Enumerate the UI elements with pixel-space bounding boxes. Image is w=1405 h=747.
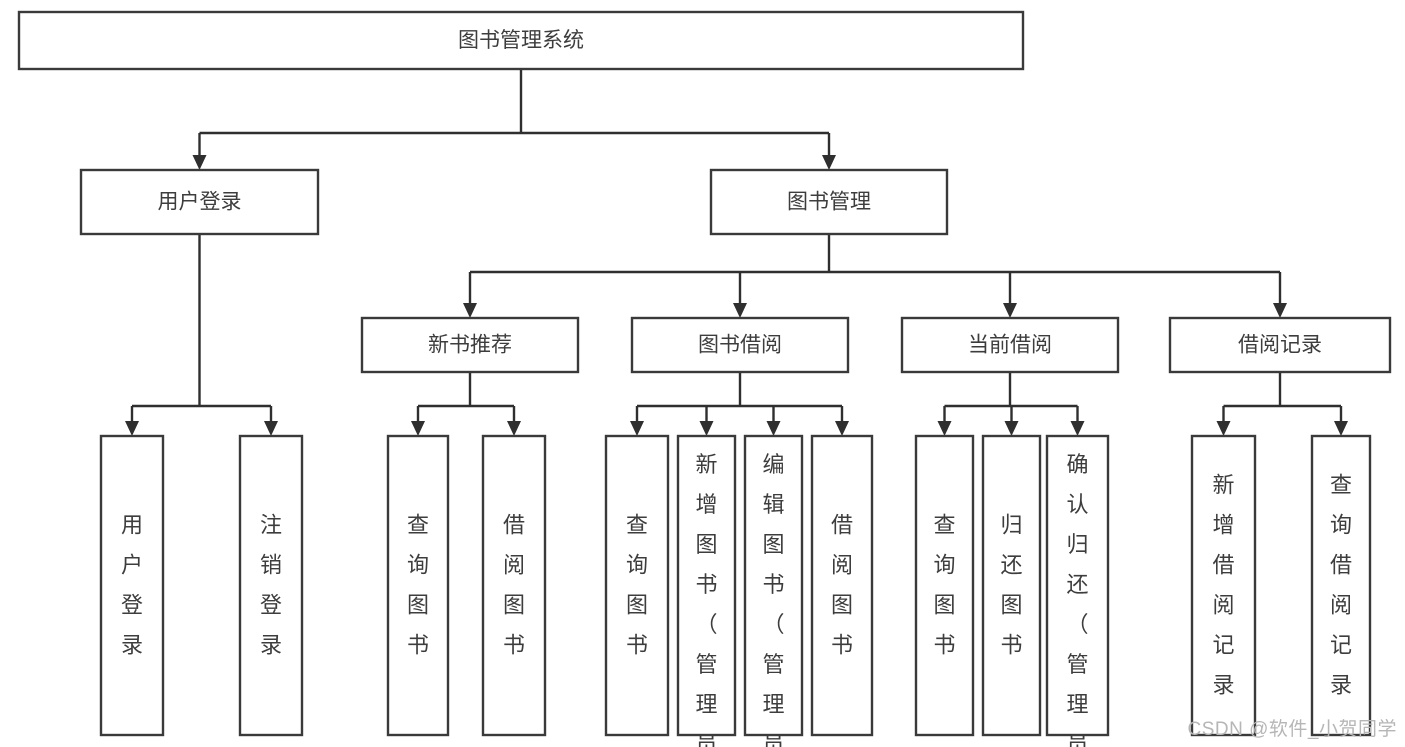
node-label: 图书借阅 — [698, 334, 782, 357]
node-level2-1[interactable]: 图书管理 — [709, 168, 949, 236]
node-label: 当前借阅 — [968, 334, 1052, 357]
node-leaf-12[interactable]: 查询借阅记录 — [1310, 434, 1372, 737]
leaf-label: 注销登录 — [260, 513, 282, 658]
leaf-label: 用户登录 — [121, 513, 143, 658]
leaf-label: 查询图书 — [407, 513, 429, 658]
connector-layer — [125, 69, 1348, 436]
node-leaf-5[interactable]: 新增图书（管理员） — [676, 434, 737, 747]
node-leaf-10[interactable]: 确认归还（管理员） — [1045, 434, 1110, 747]
node-level3-3[interactable]: 借阅记录 — [1168, 316, 1392, 374]
node-label: 用户登录 — [158, 191, 242, 214]
node-leaf-1[interactable]: 注销登录 — [238, 434, 304, 737]
node-leaf-0[interactable]: 用户登录 — [99, 434, 165, 737]
node-leaf-11[interactable]: 新增借阅记录 — [1190, 434, 1257, 737]
node-leaf-6[interactable]: 编辑图书（管理员） — [743, 434, 804, 747]
node-root-system[interactable]: 图书管理系统 — [17, 10, 1025, 71]
node-level3-0[interactable]: 新书推荐 — [360, 316, 580, 374]
node-layer: 图书管理系统用户登录图书管理新书推荐图书借阅当前借阅借阅记录用户登录注销登录查询… — [17, 10, 1392, 747]
node-level3-1[interactable]: 图书借阅 — [630, 316, 850, 374]
node-leaf-3[interactable]: 借阅图书 — [481, 434, 547, 737]
node-label: 借阅记录 — [1238, 334, 1322, 357]
leaf-label: 归还图书 — [1000, 513, 1022, 658]
node-label: 新书推荐 — [428, 334, 512, 357]
leaf-label: 新增借阅记录 — [1212, 473, 1234, 698]
leaf-label: 借阅图书 — [831, 513, 853, 658]
node-leaf-7[interactable]: 借阅图书 — [810, 434, 874, 737]
leaf-label: 查询借阅记录 — [1330, 473, 1352, 698]
leaf-label: 查询图书 — [626, 513, 648, 658]
leaf-label: 借阅图书 — [503, 513, 525, 658]
leaf-label: 确认归还（管理员） — [1066, 452, 1088, 747]
node-leaf-4[interactable]: 查询图书 — [604, 434, 670, 737]
node-label: 图书管理系统 — [458, 29, 584, 52]
leaf-label: 查询图书 — [933, 513, 955, 658]
node-level2-0[interactable]: 用户登录 — [79, 168, 320, 236]
leaf-label: 编辑图书（管理员） — [762, 452, 784, 747]
node-level3-2[interactable]: 当前借阅 — [900, 316, 1120, 374]
node-leaf-2[interactable]: 查询图书 — [386, 434, 450, 737]
node-leaf-8[interactable]: 查询图书 — [914, 434, 975, 737]
node-leaf-9[interactable]: 归还图书 — [981, 434, 1042, 737]
csdn-watermark: CSDN @软件_小贺同学 — [1187, 719, 1397, 740]
node-label: 图书管理 — [787, 191, 871, 214]
leaf-label: 新增图书（管理员） — [695, 452, 717, 747]
